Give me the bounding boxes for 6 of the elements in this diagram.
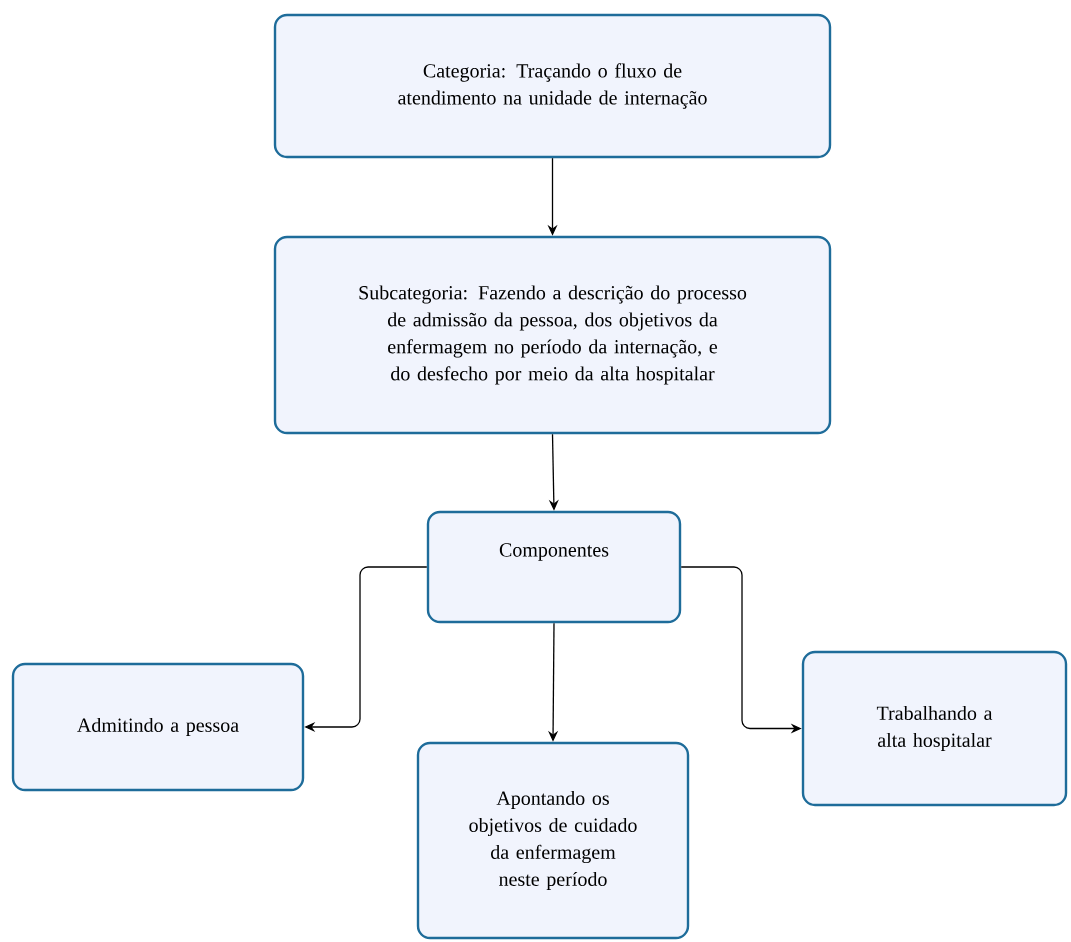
process-box: Apontando os objetivos de cuidado da enfermagem neste período (416, 741, 690, 940)
process-box: Subcategoria: Fazendo a descrição do processo de admissão da pessoa, dos objetivos da enfermagem no período da internação, e do desfecho por meio da alta hospitalar (273, 235, 832, 435)
process-box: Admitindo a pessoa (11, 662, 305, 792)
process-box: Categoria: Traçando o fluxo de atendimento na unidade de internação (273, 13, 832, 159)
process-box: Componentes (426, 510, 682, 624)
process-box: Trabalhando a alta hospitalar (801, 650, 1068, 807)
